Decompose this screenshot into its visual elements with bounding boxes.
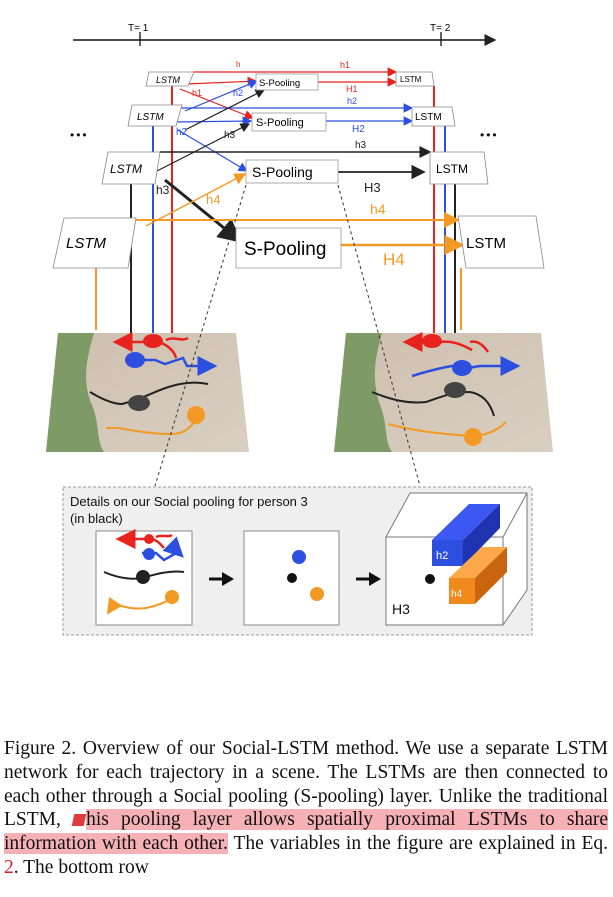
details-title-line1: Details on our Social pooling for person… (70, 494, 308, 509)
lstm-t1-p4: LSTM (66, 235, 107, 252)
zoom-lines (154, 184, 421, 487)
caption-part2: The variables in the figure are explaine… (227, 833, 608, 855)
timeline: T= 1 T= 2 (73, 23, 497, 46)
lstm-cells: LSTM LSTM LSTM LSTM LSTM LSTM LSTM LSTM (52, 71, 545, 269)
spool-4: S-Pooling (244, 239, 326, 260)
cube-label-h2: h2 (436, 550, 448, 562)
label-H3: H3 (364, 180, 381, 195)
spool-2: S-Pooling (256, 117, 304, 129)
hidden-state-labels: h h1 h1 H1 h2 h2 h2 H2 h3 h3 h3 H3 h4 h4… (156, 60, 405, 269)
label-h3-b: h3 (355, 140, 367, 151)
timeline-label-t1: T= 1 (128, 23, 149, 34)
label-h2-b: h2 (347, 96, 357, 106)
cube-label-h4: h4 (451, 589, 463, 600)
scene-t1 (46, 332, 249, 452)
label-H4: H4 (383, 250, 405, 269)
hidden-state-arrows (135, 67, 465, 255)
label-H1: H1 (346, 84, 358, 94)
label-H2: H2 (352, 124, 365, 135)
label-h2-c: h2 (176, 127, 188, 138)
lstm-t1-p3: LSTM (110, 162, 142, 176)
label-h3-c: h3 (156, 183, 170, 197)
label-h3-a: h3 (224, 130, 236, 141)
label-h1-top: h1 (340, 60, 350, 70)
lstm-t2-p3: LSTM (436, 162, 468, 176)
cube-label-H3: H3 (392, 601, 410, 617)
label-h2-a: h2 (233, 88, 243, 98)
equation-reference-link[interactable]: 2 (4, 856, 14, 878)
label-h-top: h (236, 60, 240, 69)
caption-part3: . The bottom row (13, 856, 149, 878)
comment-note-icon[interactable] (71, 814, 87, 827)
spool-3: S-Pooling (252, 164, 313, 180)
figure-caption: Figure 2. Overview of our Social-LSTM me… (4, 737, 608, 880)
label-h4-b: h4 (370, 201, 386, 217)
details-panel: Details on our Social pooling for person… (62, 486, 533, 636)
figure-2-diagram: T= 1 T= 2 ••• ••• h h1 (46, 23, 553, 636)
caption-part1: Figure 2. Overview of our Social-LSTM me… (4, 738, 608, 831)
spool-1: S-Pooling (259, 78, 300, 89)
scene-t2 (334, 332, 553, 452)
lstm-t1-p1: LSTM (156, 75, 181, 85)
details-title-line2: (in black) (70, 511, 123, 526)
s-pooling-boxes: S-Pooling S-Pooling S-Pooling S-Pooling (235, 73, 342, 269)
lstm-t2-p1: LSTM (400, 75, 422, 84)
lstm-t2-p4: LSTM (466, 235, 506, 252)
label-h1-left: h1 (192, 88, 202, 98)
lstm-t1-p2: LSTM (137, 112, 164, 123)
label-h4-a: h4 (206, 192, 220, 207)
ellipsis-right: ••• (480, 128, 499, 142)
ellipsis-left: ••• (70, 128, 89, 142)
timeline-label-t2: T= 2 (430, 23, 451, 34)
lstm-t2-p2: LSTM (415, 112, 442, 123)
